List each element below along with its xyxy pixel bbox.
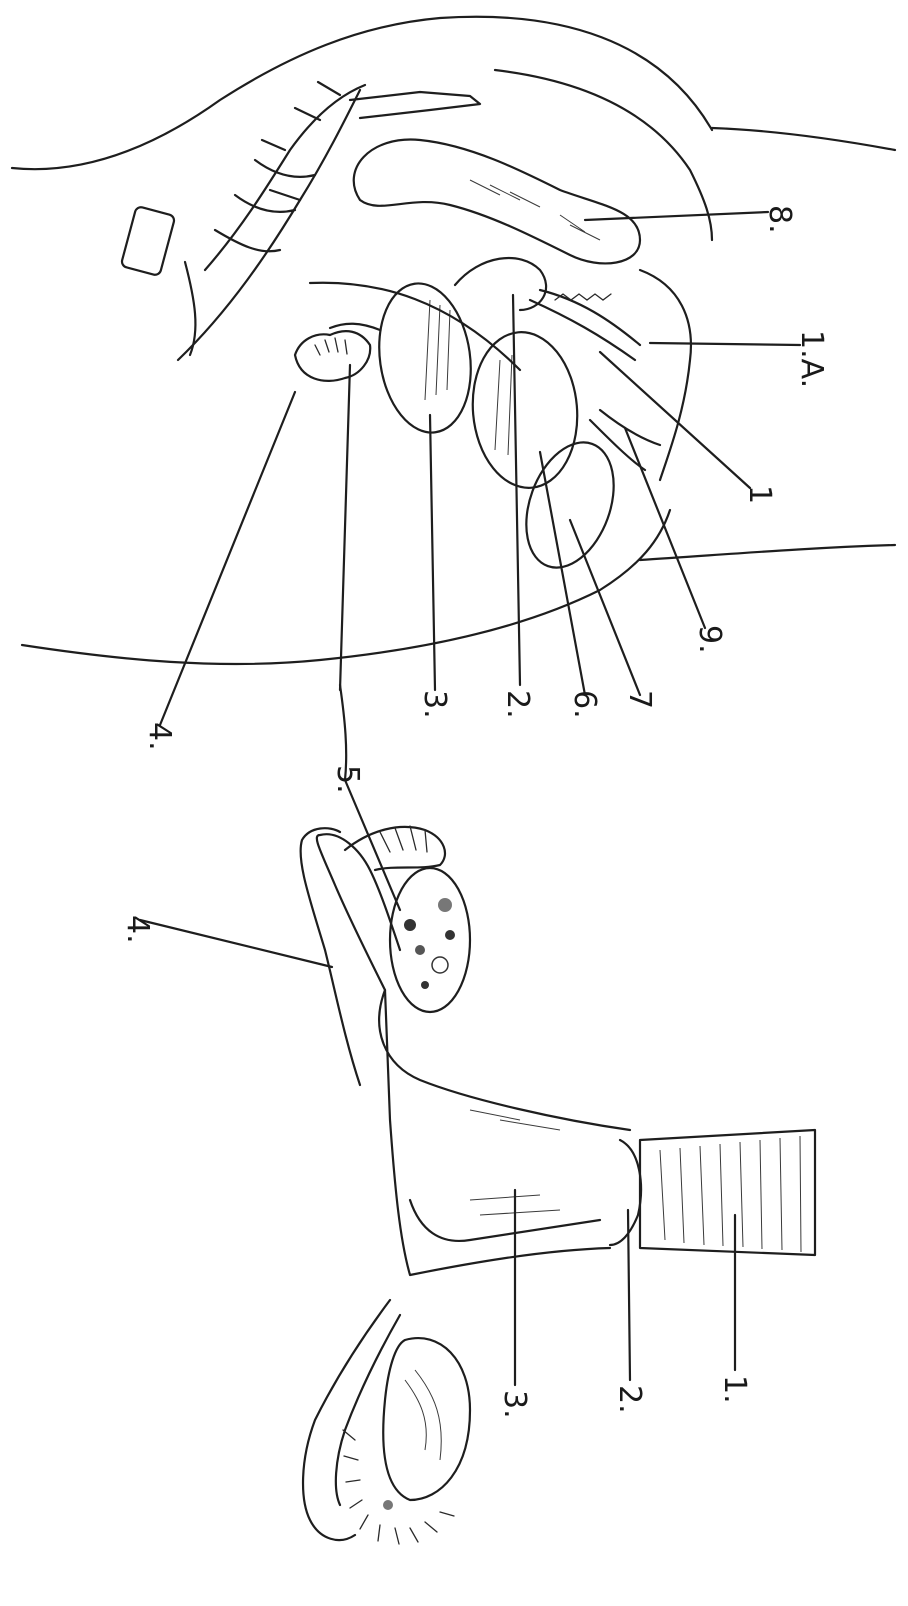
fallopian-tube-left: [303, 1300, 390, 1540]
bottom-labels: 5. 4. 3. 2. 1.: [120, 765, 752, 1419]
label-3b: 3.: [497, 1390, 532, 1419]
label-5: 5.: [330, 765, 365, 794]
vagina: [640, 1130, 815, 1255]
urethra: [590, 410, 660, 470]
probe-line: [310, 283, 520, 370]
fimbriae-lower: [343, 1430, 454, 1544]
follicle: [432, 957, 448, 973]
ovary-upper: [390, 868, 470, 1012]
perineum: [640, 270, 691, 480]
label-1a: 1.A.: [794, 330, 829, 388]
label-1: 1: [742, 485, 777, 504]
back-outline: [12, 17, 712, 169]
bottom-leader-lines: [140, 780, 735, 1385]
rectum: [354, 140, 640, 264]
uterus-sagittal: [370, 277, 480, 438]
frontal-organs-diagram: [140, 685, 815, 1544]
uterus: [379, 990, 630, 1275]
fimbriae-upper: [345, 827, 445, 870]
sagittal-pelvis-diagram: [12, 17, 895, 725]
vertebral-column: [121, 82, 480, 360]
label-4: 4.: [142, 722, 177, 751]
label-3: 3.: [417, 690, 452, 719]
label-2b: 2.: [612, 1385, 647, 1414]
follicle: [421, 981, 429, 989]
cervix-front: [610, 1140, 641, 1245]
follicle: [415, 945, 425, 955]
label-2: 2.: [500, 690, 535, 719]
top-labels: 8. 1.A. 1 9. 7 6. 2. 3. 4.: [142, 205, 829, 751]
follicle: [438, 898, 452, 912]
front-outline: [22, 510, 670, 664]
fallopian-tube-right-outer: [301, 828, 360, 1085]
follicle: [445, 930, 455, 940]
label-8: 8.: [762, 205, 797, 234]
thigh-outline: [640, 545, 895, 560]
follicle: [404, 919, 416, 931]
back-outline-right: [712, 128, 895, 150]
label-4b: 4.: [120, 915, 155, 944]
bladder: [466, 328, 583, 492]
fallopian-tube-sagittal: [330, 324, 380, 330]
fimbriae-sagittal: [295, 331, 370, 381]
label-1b: 1.: [717, 1375, 752, 1404]
uterine-cavity: [410, 1200, 600, 1241]
label-9: 9.: [692, 625, 727, 654]
ovary-lower: [383, 1338, 470, 1500]
label-7: 7: [622, 690, 657, 709]
label-6: 6.: [567, 690, 602, 719]
vagina-sagittal: [530, 290, 640, 360]
sacrum-curve: [495, 70, 712, 240]
